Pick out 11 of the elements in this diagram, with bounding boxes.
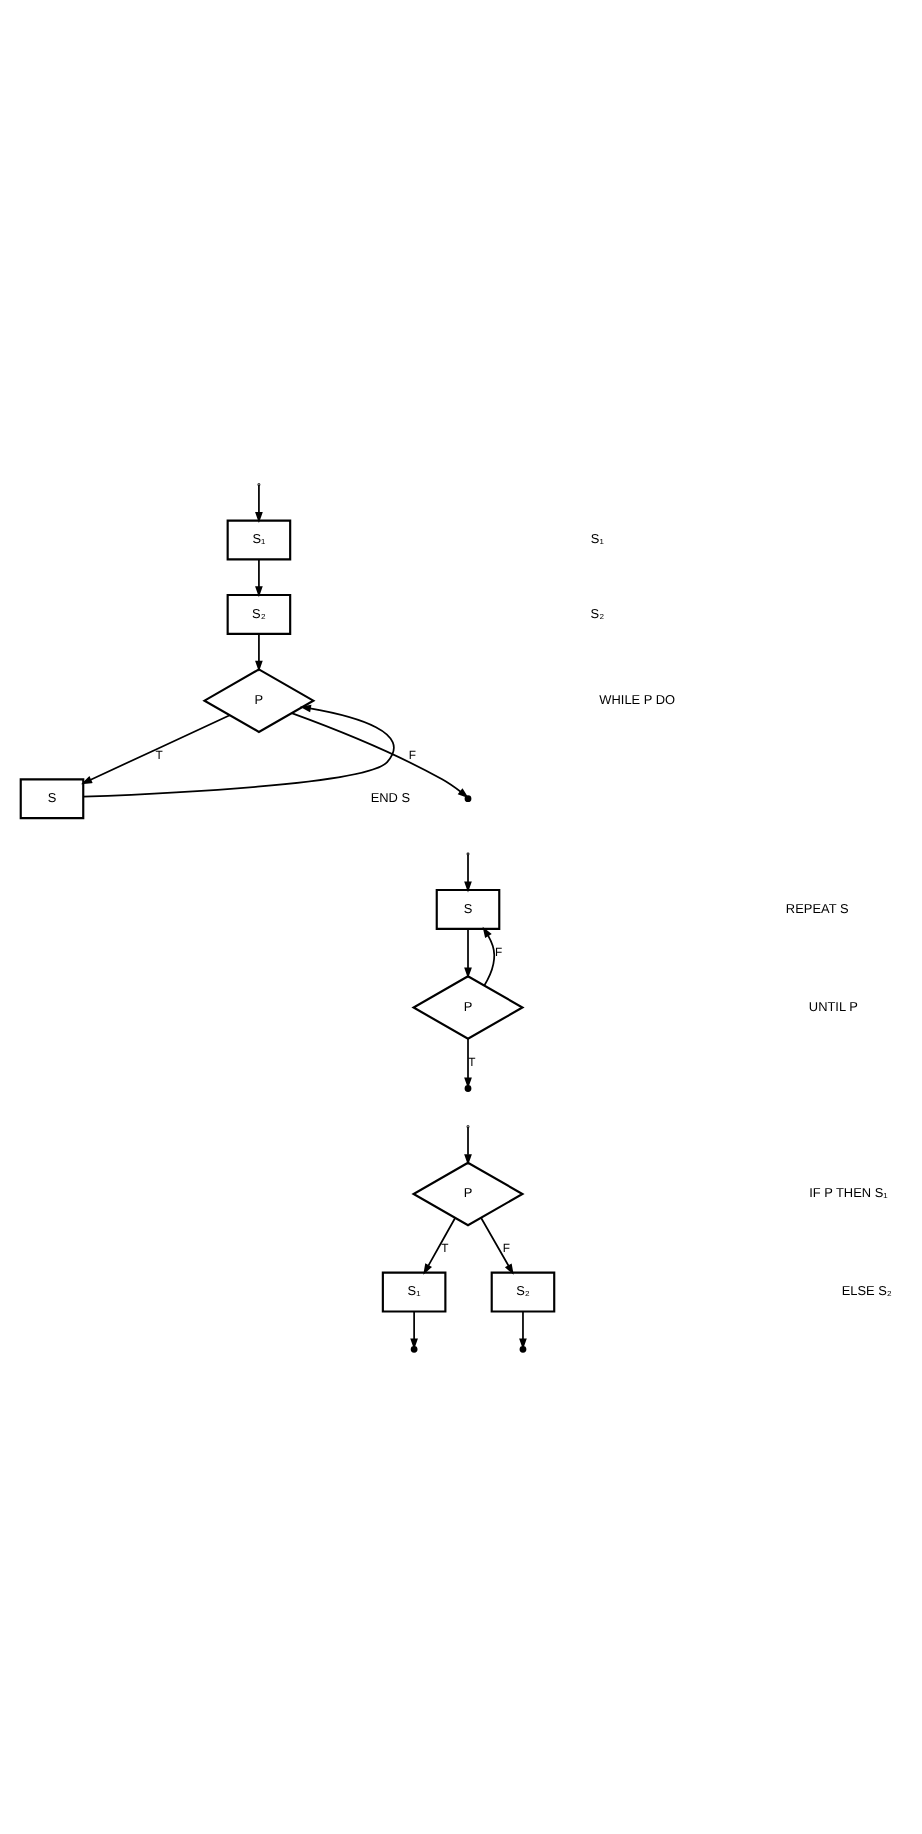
arrow [423, 1216, 456, 1274]
arrow [255, 632, 263, 671]
arrow [81, 713, 231, 784]
arrow [480, 1215, 514, 1274]
arrow [82, 703, 395, 797]
arrow [290, 711, 469, 798]
arrow [519, 1309, 527, 1349]
arrow [255, 557, 263, 597]
arrow [410, 1309, 418, 1349]
arrow [482, 925, 496, 986]
arrow [464, 927, 472, 978]
